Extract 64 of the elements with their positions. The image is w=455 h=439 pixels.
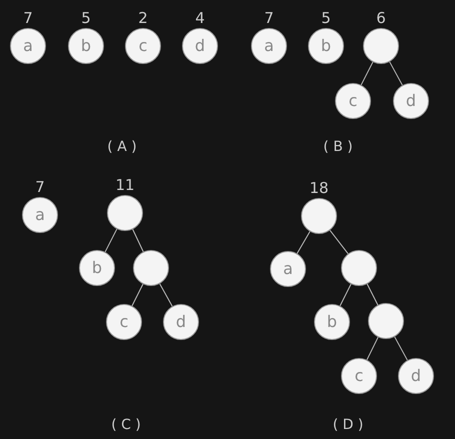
empty-node-circle	[133, 250, 169, 286]
empty-node-circle	[368, 303, 404, 339]
node-letter: c	[354, 368, 364, 384]
empty-node-circle	[107, 195, 143, 231]
weight-number: 7	[34, 180, 46, 195]
tree-edge	[329, 230, 349, 254]
tree-node-circle	[10, 28, 46, 64]
weight-number: 6	[375, 11, 387, 26]
node-letter: b	[92, 260, 102, 276]
weight-number: 2	[137, 11, 149, 26]
tree-edge	[132, 228, 144, 252]
node-letter: a	[23, 38, 33, 54]
node-letter: b	[326, 314, 338, 330]
tree-edge	[394, 336, 408, 361]
tree-node-circle	[79, 250, 115, 286]
tree-node-circle	[125, 28, 161, 64]
panel-label: ( C )	[111, 417, 141, 433]
node-letter: c	[138, 38, 148, 54]
node-letter: a	[283, 261, 293, 277]
panel-label: ( B )	[323, 139, 353, 155]
tree-node-circle	[22, 197, 58, 233]
tree-edge	[296, 231, 310, 254]
node-letter: d	[410, 368, 422, 384]
weight-number: 7	[263, 11, 275, 26]
tree-node-circle	[341, 358, 377, 394]
empty-node-circle	[341, 250, 377, 286]
weight-number: 11	[114, 178, 136, 193]
tree-node-circle	[251, 28, 287, 64]
node-letter: d	[194, 38, 206, 54]
tree-edge	[132, 284, 144, 306]
tree-node-circle	[335, 83, 371, 119]
weight-number: 5	[320, 11, 332, 26]
empty-node-circle	[301, 198, 337, 234]
tree-edge	[389, 61, 403, 86]
tree-edge	[366, 284, 378, 306]
tree-node-circle	[182, 28, 218, 64]
tree-node-circle	[106, 304, 142, 340]
node-letter: a	[35, 207, 45, 223]
tree-node-circle	[68, 28, 104, 64]
node-letter: d	[176, 314, 186, 330]
weight-number: 5	[80, 11, 92, 26]
node-letter: d	[406, 93, 416, 109]
tree-edge	[104, 228, 118, 252]
node-letter: b	[320, 38, 332, 54]
node-letter: a	[264, 38, 274, 54]
tree-edge	[366, 336, 379, 360]
weight-number: 7	[22, 11, 34, 26]
tree-node-circle	[393, 83, 429, 119]
tree-edge	[360, 62, 374, 86]
weight-number: 18	[308, 181, 330, 196]
panel-label: ( D )	[332, 417, 364, 433]
tree-node-circle	[308, 28, 344, 64]
node-letter: c	[120, 314, 128, 330]
tree-node-circle	[314, 304, 350, 340]
weight-number: 4	[194, 11, 206, 26]
tree-edge	[340, 284, 352, 306]
node-letter: c	[348, 93, 358, 109]
tree-node-circle	[398, 358, 434, 394]
panel-label: ( A )	[107, 139, 137, 155]
tree-node-circle	[163, 304, 199, 340]
tree-edge	[159, 283, 173, 307]
tree-node-circle	[270, 251, 306, 287]
node-letter: b	[80, 38, 92, 54]
empty-node-circle	[363, 28, 399, 64]
